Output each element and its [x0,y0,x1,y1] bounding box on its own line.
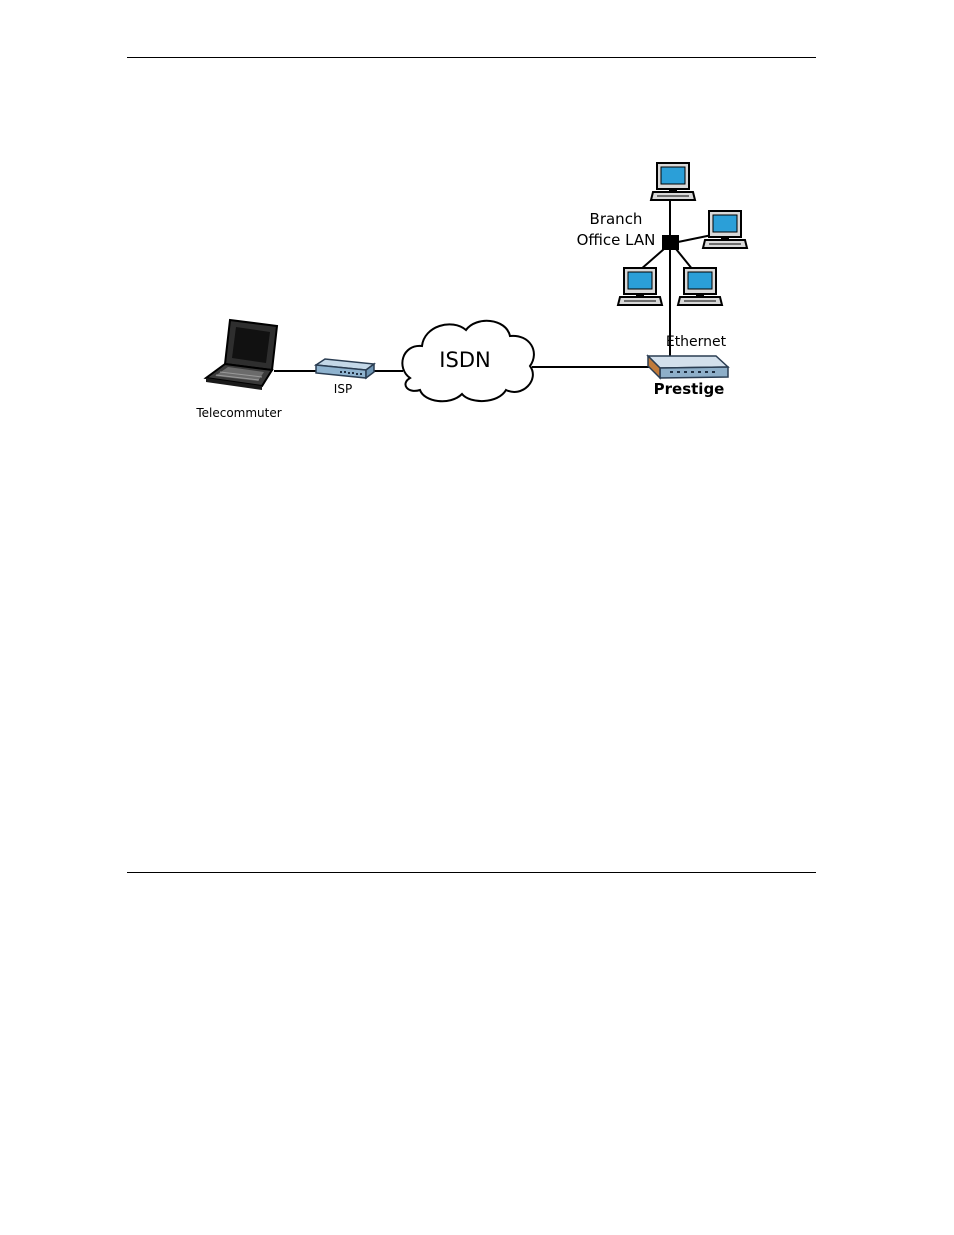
footer-rule [127,872,816,873]
branch-label-line2: Office LAN [577,231,656,249]
prestige-router-icon [648,356,728,378]
ethernet-label: Ethernet [666,334,727,350]
computer-icon [651,163,695,200]
computer-icon [703,211,747,248]
hub-pc-bottom-link [676,249,693,270]
branch-label-line1: Branch [590,210,643,228]
lan-hub-icon [662,235,679,250]
computer-icon [678,268,722,305]
isp-label: ISP [334,382,352,396]
prestige-label: Prestige [654,380,725,398]
isdn-label: ISDN [439,348,490,372]
telecommuter-label: Telecommuter [195,406,281,420]
hub-pc-left-link [640,249,664,270]
computer-icon [618,268,662,305]
isp-modem-icon [316,359,374,378]
laptop-icon [206,320,277,390]
